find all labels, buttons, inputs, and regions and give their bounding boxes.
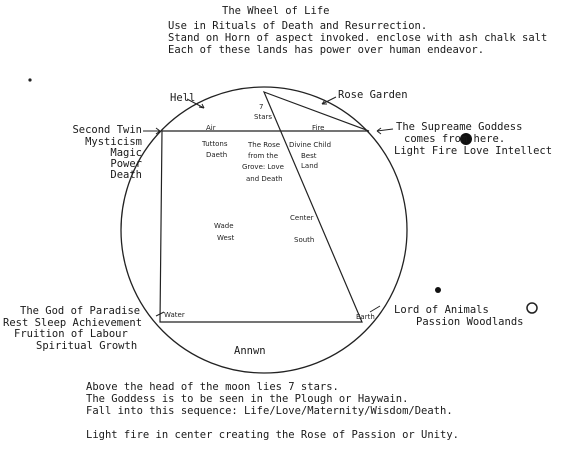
- arrow-supreme-goddess: [376, 128, 394, 132]
- intro-line-2: Stand on Horn of aspect invoked. enclose…: [168, 32, 548, 44]
- footer-line-2: The Goddess is to be seen in the Plough …: [86, 393, 409, 405]
- label-magic: Magic: [110, 147, 142, 159]
- inner-seven: 7: [259, 103, 264, 111]
- inner-air: Air: [206, 124, 216, 132]
- intro-line-3: Each of these lands has power over human…: [168, 44, 485, 56]
- label-rest-sleep: Rest Sleep Achievement: [3, 317, 143, 329]
- label-light-fire: Light Fire Love Intellect: [394, 145, 553, 157]
- label-fruition: Fruition of Labour: [14, 328, 128, 340]
- inner-rose-2: from the: [248, 152, 279, 160]
- label-power: Power: [110, 158, 142, 170]
- inner-divine-child: Divine Child: [289, 141, 332, 149]
- inner-stars: Stars: [254, 113, 273, 121]
- inner-daeth: Daeth: [206, 151, 228, 159]
- stray-dot: [28, 78, 32, 82]
- ink-ring: [526, 302, 538, 314]
- footer-line-3: Fall into this sequence: Life/Love/Mater…: [86, 405, 453, 417]
- label-comes-from-here: comes from here.: [404, 133, 506, 145]
- label-supreme-goddess: The Supreame Goddess: [396, 121, 523, 133]
- inner-fire: Fire: [312, 124, 325, 132]
- inner-wade: Wade: [214, 222, 234, 230]
- footer-line-1: Above the head of the moon lies 7 stars.: [86, 381, 339, 393]
- label-mysticism: Mysticism: [85, 136, 142, 148]
- label-passion-woodlands: Passion Woodlands: [416, 316, 524, 328]
- intro-line-1: Use in Rituals of Death and Resurrection…: [168, 20, 428, 32]
- pentagram: [159, 90, 370, 323]
- inner-rose-3: Grove: Love: [242, 163, 284, 171]
- inner-best: Best: [301, 152, 317, 160]
- inner-center: Center: [290, 214, 314, 222]
- inner-rose-4: and Death: [246, 175, 283, 183]
- footer-line-4: Light fire in center creating the Rose o…: [86, 429, 459, 441]
- arrow-hell: [186, 98, 205, 109]
- label-rose-garden: Rose Garden: [338, 89, 408, 101]
- arrow-rose-garden: [321, 96, 337, 105]
- label-second-twin: Second Twin: [72, 124, 142, 136]
- arrow-god-paradise: [155, 311, 165, 317]
- label-annwn: Annwn: [234, 345, 266, 357]
- inner-tuttons: Tuttons: [202, 140, 228, 148]
- label-spiritual-growth: Spiritual Growth: [36, 340, 138, 352]
- inner-rose-1: The Rose: [248, 141, 281, 149]
- label-hell: Hell: [170, 92, 196, 104]
- inner-west: West: [217, 234, 235, 242]
- inner-south: South: [294, 236, 315, 244]
- inner-earth-point: Earth: [356, 313, 375, 321]
- label-lord-of-animals: Lord of Animals: [394, 304, 489, 316]
- ink-blot: [460, 133, 472, 145]
- diagram-title: The Wheel of Life: [222, 5, 330, 17]
- outer-circle: [120, 86, 408, 374]
- inner-land: Land: [301, 162, 319, 170]
- ink-spot: [435, 287, 441, 293]
- inner-water-point: Water: [164, 311, 185, 319]
- arrow-lord-animals: [369, 305, 381, 313]
- label-death: Death: [110, 169, 142, 181]
- label-god-of-paradise: The God of Paradise: [20, 305, 141, 317]
